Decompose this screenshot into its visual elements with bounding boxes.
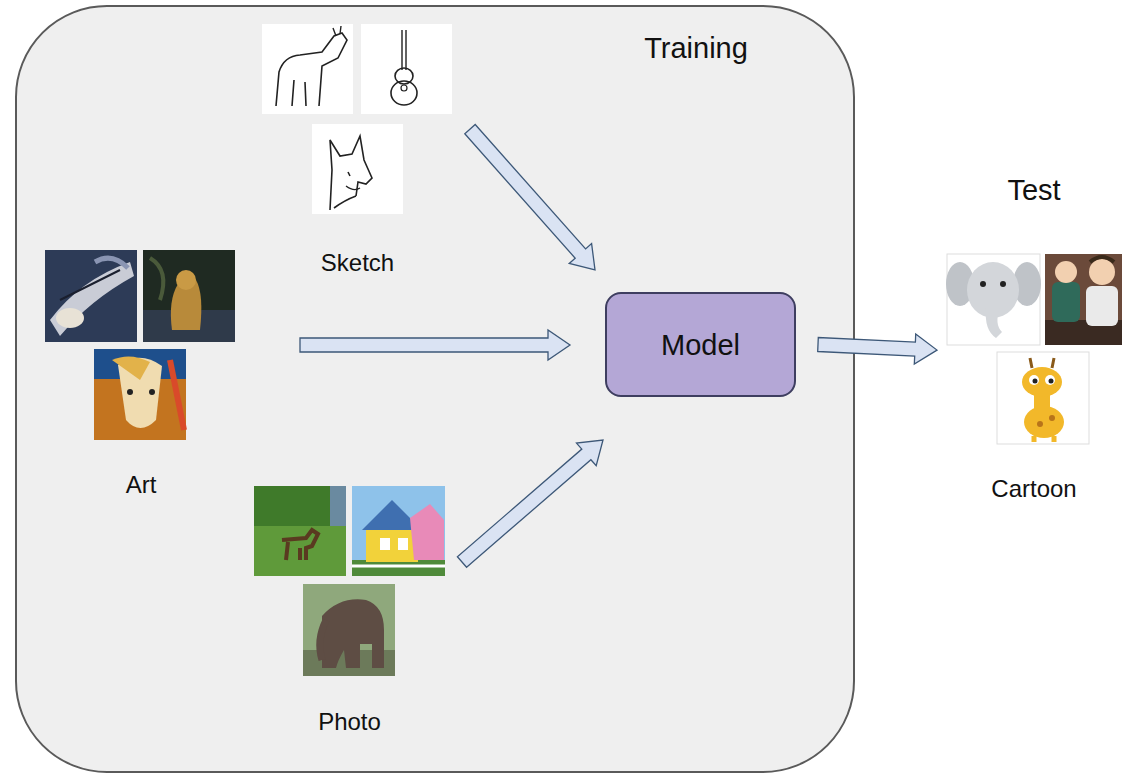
group-label: Photo [318,707,381,737]
text-slot: Sketch [262,248,453,278]
test-group: TestCartoon [945,170,1123,506]
sketch-dog [312,124,403,214]
art-dog [143,250,235,342]
text-slot: Photo [254,707,445,737]
cartoon-giraffe [997,352,1089,444]
box-label: Model [661,327,740,363]
text-slot: Art [45,470,237,500]
text-slot: Training [591,30,801,66]
photo-horse [254,486,346,576]
model-box: Model [605,292,796,397]
group-label: Art [126,470,157,500]
sketch-giraffe [262,24,353,114]
image-group: Photo [254,486,445,737]
training-region: TrainingSketchArtPhoto Model [15,5,855,773]
text-slot: Test [945,172,1123,208]
art-horse [94,349,186,440]
block-arrow [465,125,595,271]
sketch-guitar [361,24,452,114]
cartoon-bar-scene [1045,254,1122,345]
image-group: Art [45,250,237,500]
group-label: Sketch [321,248,394,278]
region-title: Training [644,30,748,66]
block-arrow [457,440,603,567]
art-guitar [45,250,137,342]
text-slot: Cartoon [945,474,1123,504]
image-group: Sketch [262,24,453,278]
group-label: Test [1007,172,1060,208]
photo-house [352,486,445,576]
block-arrow [818,334,937,364]
photo-elephant [303,584,395,676]
group-label: Cartoon [991,474,1076,504]
cartoon-elephant [946,254,1041,345]
block-arrow [300,330,570,360]
